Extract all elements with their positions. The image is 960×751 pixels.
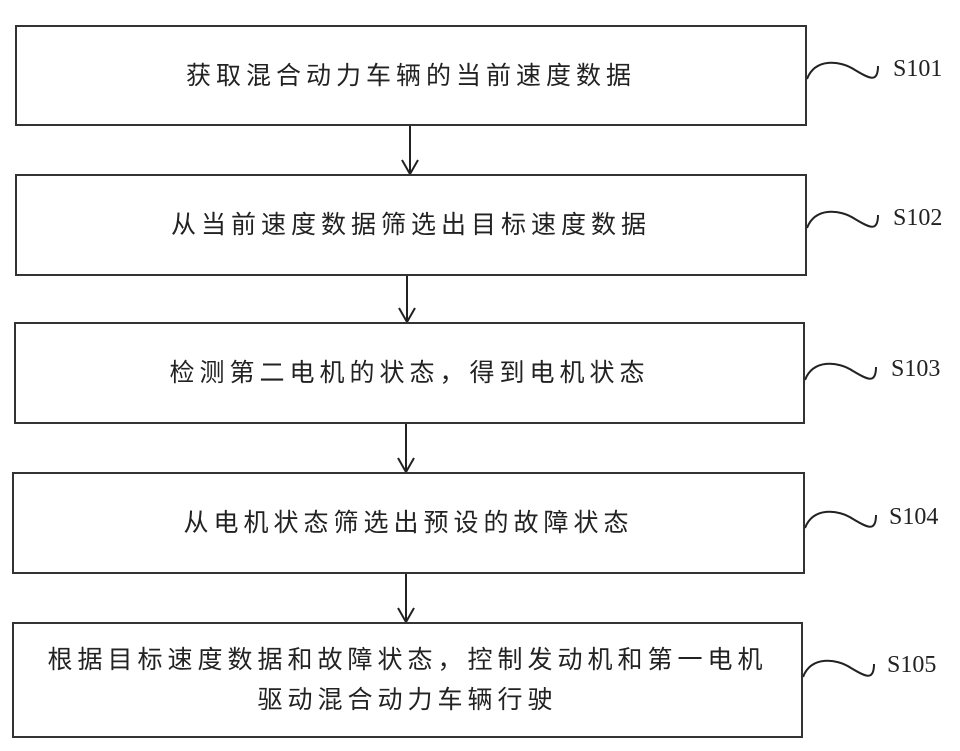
step-text-s103: 检测第二电机的状态，得到电机状态 (169, 358, 650, 387)
step-box-s105: 根据目标速度数据和故障状态，控制发动机和第一电机 驱动混合动力车辆行驶 (12, 622, 803, 738)
leader-squiggle-s105 (802, 659, 875, 678)
leader-squiggle-s102 (806, 210, 879, 229)
arrow-s101-s102 (401, 126, 419, 177)
step-label-s104: S104 (889, 504, 939, 530)
step-label-s105: S105 (887, 652, 937, 678)
arrow-s103-s104 (397, 424, 415, 475)
step-text-s105-line-2: 驱动混合动力车辆行驶 (257, 685, 558, 714)
step-text-s105-line-1: 根据目标速度数据和故障状态，控制发动机和第一电机 (47, 645, 768, 674)
leader-squiggle-s103 (804, 362, 877, 381)
arrow-s102-s103 (398, 276, 416, 325)
step-text-s101: 获取混合动力车辆的当前速度数据 (185, 60, 636, 90)
step-text-s104: 从电机状态筛选出预设的故障状态 (183, 508, 634, 537)
step-box-s103: 检测第二电机的状态，得到电机状态 (14, 322, 805, 424)
arrow-s104-s105 (397, 574, 415, 625)
step-box-s104: 从电机状态筛选出预设的故障状态 (12, 472, 805, 574)
step-label-s102: S102 (893, 205, 943, 231)
leader-squiggle-s104 (804, 510, 877, 529)
step-box-s102: 从当前速度数据筛选出目标速度数据 (15, 174, 807, 276)
step-label-s103: S103 (891, 356, 941, 382)
step-box-s101: 获取混合动力车辆的当前速度数据 (15, 25, 807, 126)
step-label-s101: S101 (893, 56, 943, 82)
leader-squiggle-s101 (806, 61, 879, 80)
step-text-s102: 从当前速度数据筛选出目标速度数据 (170, 210, 651, 239)
